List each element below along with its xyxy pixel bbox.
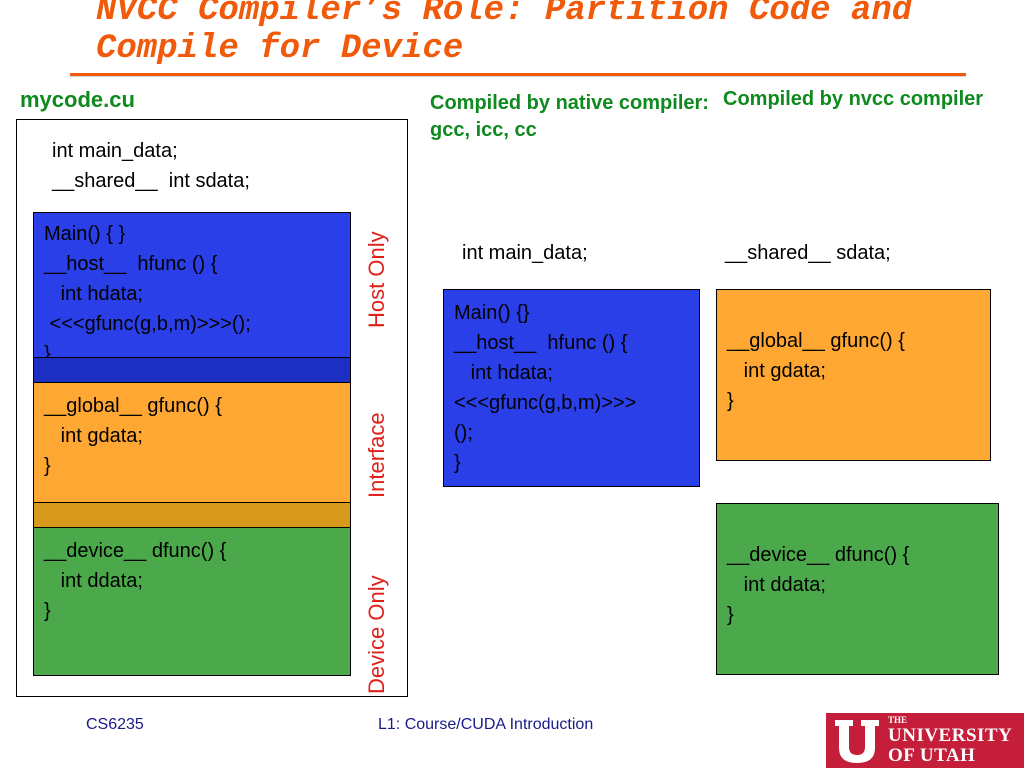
source-declarations: int main_data; __shared__ int sdata; [52, 140, 250, 192]
native-declaration: int main_data; [462, 242, 588, 264]
device-only-label: Device Only [364, 575, 389, 694]
title-underline [70, 73, 966, 76]
native-compiler-label: Compiled by native compiler: gcc, icc, c… [430, 92, 709, 141]
footer-lecture: L1: Course/CUDA Introduction [378, 716, 594, 733]
file-name-label: mycode.cu [20, 87, 135, 112]
host-interface-overlap-band [33, 357, 351, 383]
interface-label: Interface [364, 412, 389, 498]
nvcc-declaration: __shared__ sdata; [725, 242, 891, 264]
block-u-icon [835, 720, 879, 763]
host-only-label: Host Only [364, 231, 389, 328]
title-underline-shadow [70, 76, 966, 77]
slide-title-line-2: Compile for Device [96, 30, 464, 68]
source-file-frame [16, 119, 408, 697]
native-host-code-block: Main() {} __host__ hfunc () { int hdata;… [443, 289, 700, 487]
nvcc-device-code-block: __device__ dfunc() { int ddata; } [716, 503, 999, 675]
host-code-block: Main() { } __host__ hfunc () { int hdata… [33, 212, 351, 365]
logo-of-utah: OF UTAH [888, 745, 976, 766]
nvcc-compiler-label: Compiled by nvcc compiler [723, 88, 984, 110]
nvcc-global-code-block: __global__ gfunc() { int gdata; } [716, 289, 991, 461]
global-device-overlap-band [33, 502, 351, 528]
university-of-utah-logo: THE UNIVERSITY OF UTAH [826, 713, 1024, 768]
logo-the: THE [888, 715, 908, 725]
global-code-block: __global__ gfunc() { int gdata; } [33, 382, 351, 503]
device-code-block: __device__ dfunc() { int ddata; } [33, 527, 351, 676]
logo-university: UNIVERSITY [888, 725, 1013, 746]
slide-title: NVCC Compiler’s Role: Partition Code and… [96, 0, 996, 68]
footer-course: CS6235 [86, 716, 144, 733]
logo-wordmark: THE UNIVERSITY OF UTAH [888, 715, 1012, 765]
slide-title-line-1: NVCC Compiler’s Role: Partition Code and [96, 0, 913, 30]
